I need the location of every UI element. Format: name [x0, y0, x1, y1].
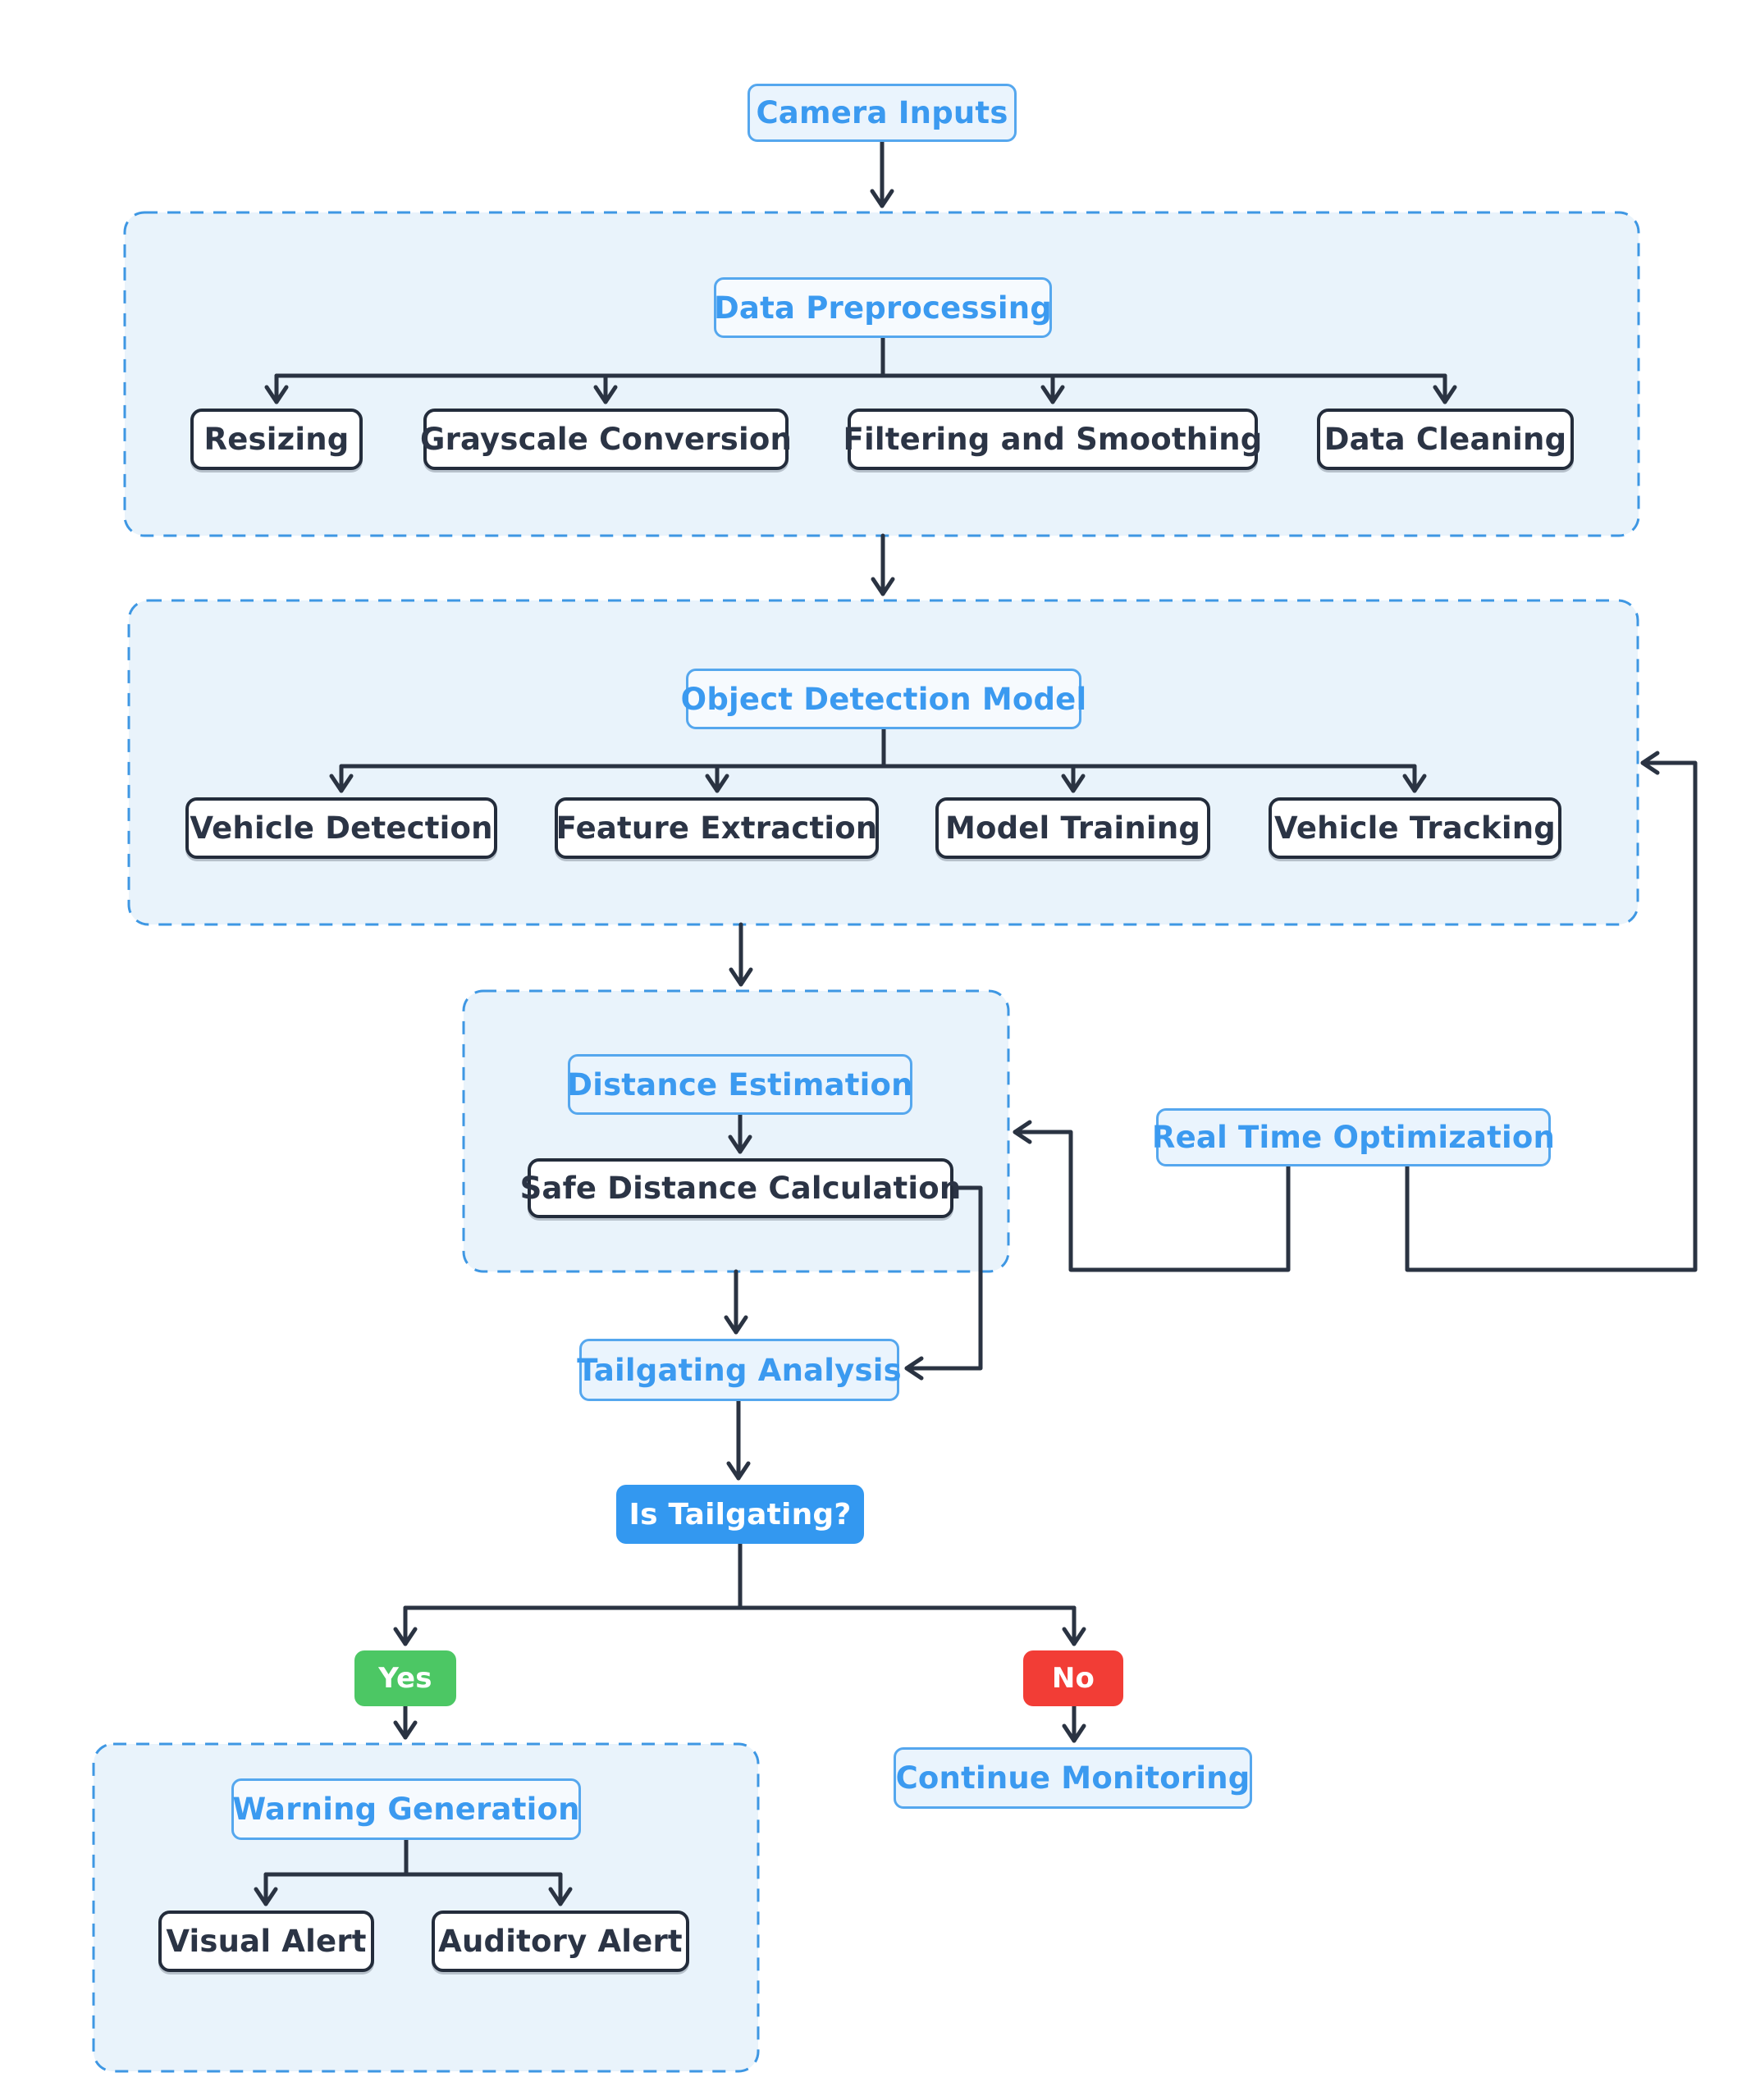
node-is-tailgating-decision: Is Tailgating? — [616, 1485, 864, 1544]
node-resizing: Resizing — [190, 409, 363, 470]
node-yes-branch: Yes — [354, 1650, 456, 1706]
node-data-preprocessing: Data Preprocessing — [714, 277, 1052, 338]
node-visual-alert: Visual Alert — [158, 1911, 374, 1972]
node-real-time-optimization: Real Time Optimization — [1152, 1108, 1555, 1166]
edge-rto-to-distance-section — [1013, 1120, 1291, 1272]
node-tailgating-analysis: Tailgating Analysis — [577, 1339, 902, 1401]
node-vehicle-tracking: Vehicle Tracking — [1269, 797, 1561, 859]
node-continue-monitoring: Continue Monitoring — [894, 1747, 1252, 1809]
edge-rto-feedback-to-objdetect — [1405, 751, 1698, 1272]
node-object-detection-model: Object Detection Model — [681, 669, 1086, 729]
node-camera-inputs: Camera Inputs — [747, 84, 1017, 142]
node-vehicle-detection: Vehicle Detection — [185, 797, 497, 859]
node-warning-generation: Warning Generation — [231, 1778, 581, 1840]
node-filtering-and-smoothing: Filtering and Smoothing — [843, 409, 1262, 470]
node-feature-extraction: Feature Extraction — [555, 797, 879, 859]
node-model-training: Model Training — [935, 797, 1210, 859]
node-data-cleaning: Data Cleaning — [1317, 409, 1574, 470]
node-distance-estimation: Distance Estimation — [567, 1054, 913, 1115]
section-distance-estimation — [462, 989, 1010, 1273]
node-no-branch: No — [1023, 1650, 1123, 1706]
edge-safedistance-to-tailgating — [904, 1185, 983, 1381]
node-grayscale-conversion: Grayscale Conversion — [420, 409, 792, 470]
node-safe-distance-calculation: Safe Distance Calculation — [520, 1158, 961, 1218]
node-auditory-alert: Auditory Alert — [432, 1911, 689, 1972]
